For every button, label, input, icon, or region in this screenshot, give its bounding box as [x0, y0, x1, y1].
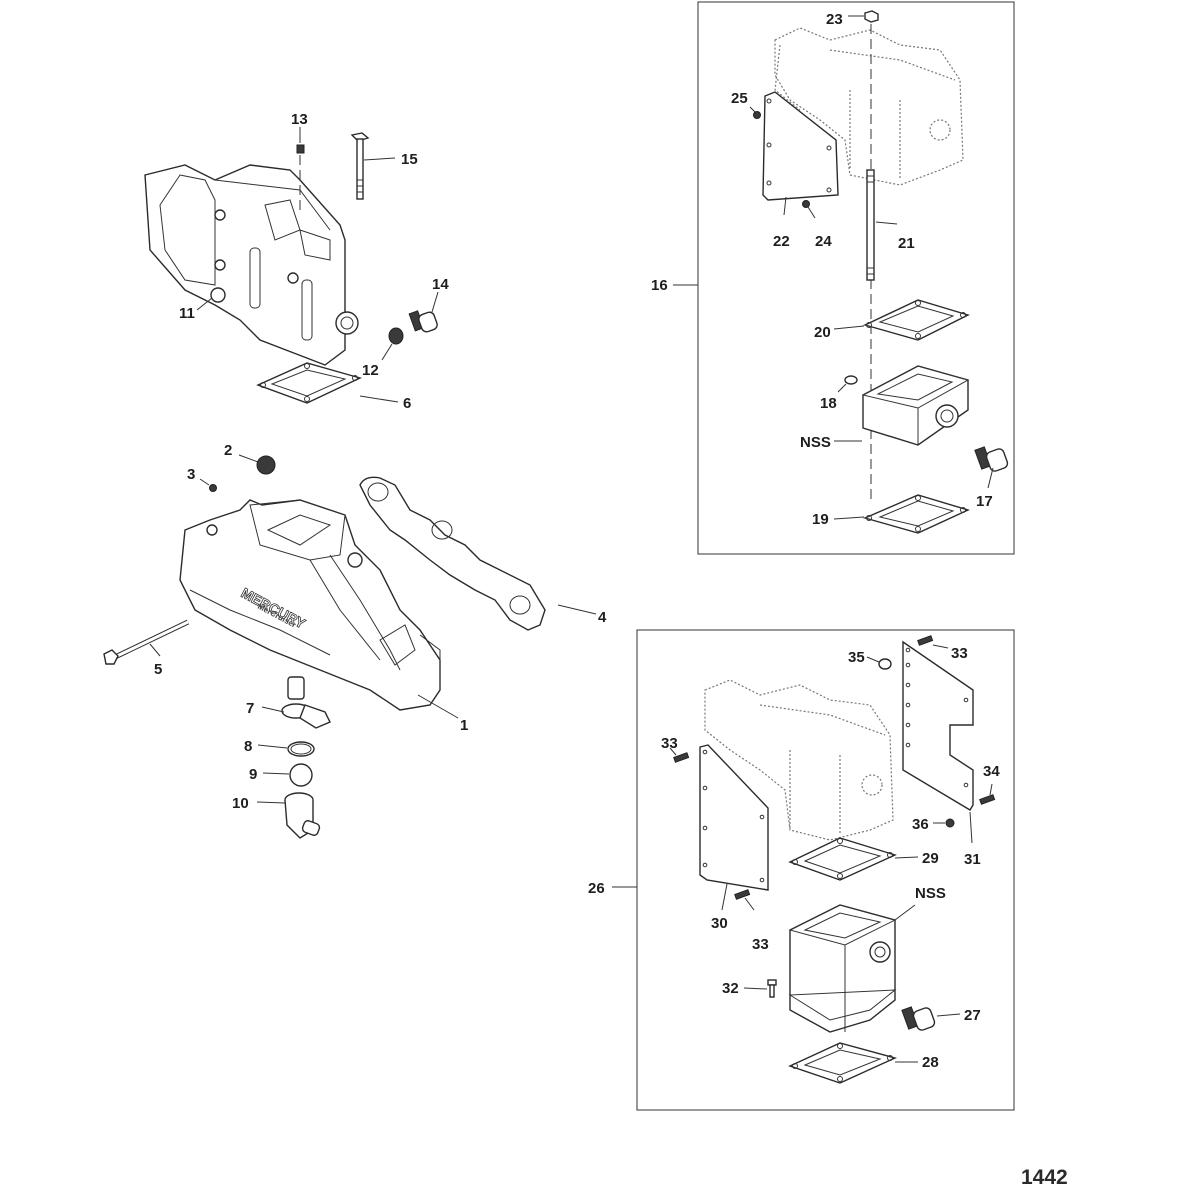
ghost-elbow-26: [704, 679, 894, 841]
callout-12: 12: [362, 362, 379, 379]
callout-2: 2: [224, 442, 232, 459]
callout-31: 31: [964, 851, 981, 868]
riser-block-nss-16: [861, 365, 970, 446]
plug-2: [256, 455, 276, 475]
elbow-fitting-10: [284, 792, 321, 839]
screw-33-left: [673, 752, 690, 763]
callout-13: 13: [291, 111, 308, 128]
gasket-6: [256, 362, 362, 404]
callout-8: 8: [244, 738, 252, 755]
callout-19: 19: [812, 511, 829, 528]
hose-fitting-27: [901, 1006, 936, 1031]
screw-33-bottom: [734, 889, 751, 900]
callout-33-bottom: 33: [752, 936, 769, 953]
plug-3: [209, 484, 217, 492]
callout-9: 9: [249, 766, 257, 783]
callout-27: 27: [964, 1007, 981, 1024]
nut-23: [864, 10, 879, 23]
hose-fitting-17: [974, 446, 1009, 472]
callout-nss-26: NSS: [915, 885, 946, 902]
manifold-gasket-4: [359, 476, 546, 631]
plate-22: [762, 91, 839, 201]
gasket-19: [862, 494, 970, 534]
callout-29: 29: [922, 850, 939, 867]
gasket-29: [788, 837, 897, 881]
kit-26-frame: [636, 629, 1015, 1111]
ghost-elbow-16: [774, 27, 964, 186]
bolt-5: [103, 619, 190, 665]
callout-5: 5: [154, 661, 162, 678]
callout-7: 7: [246, 700, 254, 717]
screw-34: [979, 794, 996, 805]
screw-25: [753, 111, 761, 119]
drawing-number: 1442: [1021, 1166, 1068, 1189]
callout-34: 34: [983, 763, 1000, 780]
plate-31: [902, 640, 974, 811]
callout-4: 4: [598, 609, 607, 626]
callout-15: 15: [401, 151, 418, 168]
callout-21: 21: [898, 235, 915, 252]
bolt-15: [350, 132, 370, 200]
kit-16-group: 23 21 22 24 25 20 18: [651, 1, 1015, 555]
callout-23: 23: [826, 11, 843, 28]
callout-30: 30: [711, 915, 728, 932]
callout-16: 16: [651, 277, 668, 294]
exhaust-elbow: [144, 164, 359, 366]
callout-22: 22: [773, 233, 790, 250]
kit-16-frame: [697, 1, 1015, 555]
callout-24: 24: [815, 233, 832, 250]
callout-14: 14: [432, 276, 449, 293]
callout-36: 36: [912, 816, 929, 833]
callout-18: 18: [820, 395, 837, 412]
fitting-7: [281, 676, 331, 729]
screw-33-top: [917, 635, 934, 646]
callout-17: 17: [976, 493, 993, 510]
callout-10: 10: [232, 795, 249, 812]
ball-9: [289, 763, 313, 787]
bolt-32: [767, 979, 777, 998]
callout-6: 6: [403, 395, 411, 412]
nut-36: [945, 818, 955, 828]
nut-35: [878, 658, 892, 670]
callout-26: 26: [588, 880, 605, 897]
callout-32: 32: [722, 980, 739, 997]
callout-11: 11: [179, 305, 195, 322]
kit-26-group: 31 33 35 34 36 30 33 33: [588, 629, 1015, 1111]
riser-block-nss-26: [788, 904, 897, 1033]
callout-28: 28: [922, 1054, 939, 1071]
callout-25: 25: [731, 90, 748, 107]
gasket-20: [863, 299, 970, 341]
exhaust-manifold-1: [179, 499, 441, 711]
stud-21: [866, 169, 875, 281]
callout-3: 3: [187, 466, 195, 483]
callout-35: 35: [848, 649, 865, 666]
screw-24: [802, 200, 810, 208]
plate-30: [699, 744, 769, 891]
gasket-28: [788, 1042, 898, 1084]
callout-33-left: 33: [661, 735, 678, 752]
main-assembly: 13 15 11 12 14 6: [103, 111, 607, 839]
plug-12: [388, 327, 404, 345]
callout-1: 1: [460, 717, 468, 734]
callout-nss-16: NSS: [800, 434, 831, 451]
callout-33-top: 33: [951, 645, 968, 662]
plug-13: [296, 144, 305, 154]
plug-18: [844, 375, 858, 385]
hose-fitting-14: [408, 310, 438, 333]
callout-20: 20: [814, 324, 831, 341]
